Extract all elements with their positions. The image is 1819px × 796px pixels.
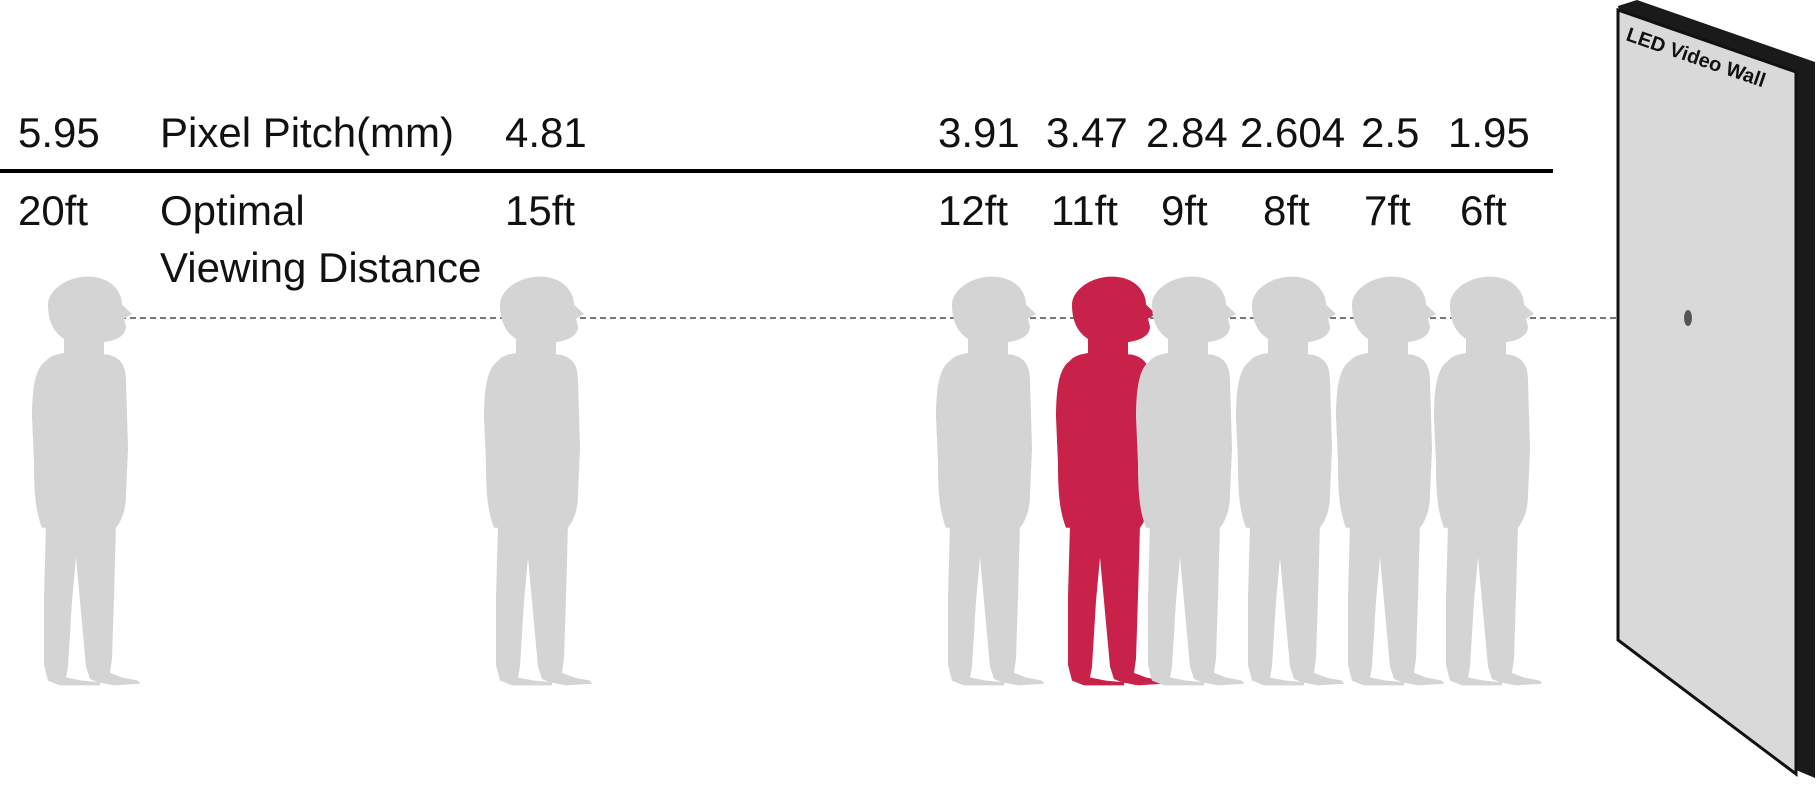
pitch-value-2: 3.91 <box>938 109 1020 156</box>
pitch-value-0: 5.95 <box>18 109 100 156</box>
pitch-value-7: 1.95 <box>1448 109 1530 156</box>
distance-row-label-line1: Optimal <box>160 187 305 234</box>
distance-value-0: 20ft <box>18 187 89 234</box>
pitch-value-5: 2.604 <box>1240 109 1346 156</box>
pitch-row-label: Pixel Pitch(mm) <box>160 109 455 156</box>
distance-value-6: 7ft <box>1364 187 1411 234</box>
viewer-silhouette-0 <box>32 276 140 686</box>
distance-row-label-line2: Viewing Distance <box>160 244 482 291</box>
pitch-value-6: 2.5 <box>1361 109 1420 156</box>
led-wall-face <box>1616 7 1798 778</box>
led-video-wall: LED Video Wall <box>1616 0 1815 778</box>
pitch-value-4: 2.84 <box>1146 109 1228 156</box>
header-divider <box>0 169 1553 173</box>
distance-value-2: 12ft <box>938 187 1009 234</box>
viewer-silhouette-6 <box>1336 276 1444 686</box>
distance-value-1: 15ft <box>505 187 576 234</box>
viewer-silhouette-1 <box>484 276 592 686</box>
distance-value-7: 6ft <box>1460 187 1507 234</box>
distance-value-5: 8ft <box>1263 187 1310 234</box>
pitch-value-1: 4.81 <box>505 109 587 156</box>
viewer-silhouette-5 <box>1236 276 1344 686</box>
viewer-silhouette-2 <box>936 276 1044 686</box>
pitch-value-3: 3.47 <box>1046 109 1128 156</box>
sightline-target-dot <box>1684 310 1692 326</box>
distance-value-3: 11ft <box>1051 187 1118 234</box>
viewer-silhouette-4 <box>1136 276 1244 686</box>
viewer-silhouette-7 <box>1434 276 1542 686</box>
distance-value-4: 9ft <box>1161 187 1208 234</box>
